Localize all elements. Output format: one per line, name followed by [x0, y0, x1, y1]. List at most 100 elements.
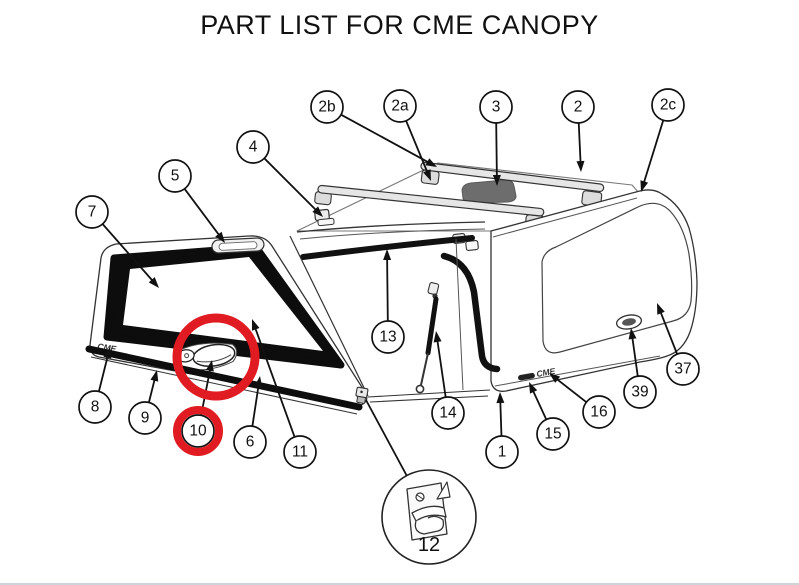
callout-label: 10 [189, 423, 207, 440]
callout-circle [383, 89, 417, 123]
highlights-layer [172, 313, 260, 456]
callout-3: 3 [479, 90, 513, 186]
callout-label: 2c [660, 97, 677, 114]
callout-label: 5 [171, 168, 180, 185]
callout-arrowhead [628, 328, 637, 340]
callout-arrowhead [549, 373, 561, 383]
rear-pillar-seal [440, 252, 501, 373]
rear-door-frame [289, 221, 491, 403]
callout-circle [78, 390, 112, 424]
callout-39: 39 [623, 328, 657, 409]
callout-8: 8 [78, 347, 112, 424]
callout-arrowhead [215, 231, 225, 243]
callout-line [405, 120, 429, 174]
frame-bottom-sill [367, 389, 491, 403]
callout-line [577, 122, 582, 165]
callout-16: 16 [549, 373, 616, 429]
callout-4: 4 [236, 130, 323, 217]
callout-line [499, 399, 503, 437]
callout-circle [236, 130, 270, 164]
frame-top-beam-inner [299, 228, 486, 240]
callout-label: 3 [492, 99, 501, 116]
callout-line [631, 335, 639, 377]
callout-label: 1 [498, 444, 507, 461]
callout-label: 16 [590, 404, 607, 421]
door-latch [355, 386, 369, 404]
side-panel: CME [440, 189, 698, 392]
callout-circle [561, 90, 595, 124]
callout-circle [485, 435, 519, 469]
callout-label: 6 [246, 434, 255, 451]
door-handle-slot [211, 237, 265, 254]
callout-arrowhead [251, 319, 260, 331]
callout-arrowhead [492, 174, 501, 186]
side-window [541, 202, 693, 354]
side-badge [518, 372, 535, 381]
callout-arrowhead [150, 370, 159, 382]
page-title: PART LIST FOR CME CANOPY [200, 10, 599, 40]
callout-5: 5 [158, 159, 225, 243]
door-bottom-edge [90, 356, 358, 415]
latch-inset: 12 [381, 469, 477, 565]
callout-11: 11 [251, 319, 317, 469]
callout-label: 2a [391, 98, 409, 115]
gas-strut [415, 282, 440, 394]
callout-arrowhead [529, 382, 538, 394]
callout-arrowhead [657, 303, 665, 315]
callout-circle [623, 375, 657, 409]
callout-arrowhead [496, 392, 505, 404]
callout-1: 1 [485, 392, 519, 469]
callout-line [531, 388, 548, 420]
callout-line [659, 310, 678, 355]
callout-circle [371, 320, 405, 354]
callout-label: 7 [88, 204, 97, 221]
callout-9: 9 [128, 370, 162, 435]
callout-arrowhead [148, 277, 159, 288]
callout-arrowhead [425, 158, 437, 167]
callout-13: 13 [371, 249, 405, 354]
callout-line [253, 326, 296, 438]
callout-2c: 2c [640, 88, 685, 192]
callout-2b: 2b [310, 90, 437, 167]
callout-line [436, 338, 447, 398]
callout-circle [310, 90, 344, 124]
callout-line [340, 113, 431, 164]
callout-14: 14 [431, 331, 465, 430]
callout-arrowhead [423, 169, 431, 181]
callout-7: 7 [75, 195, 159, 288]
callout-line [98, 354, 109, 392]
callout-label: 9 [141, 410, 150, 427]
callout-circle [75, 195, 109, 229]
highlight-ring-callout-10 [173, 406, 223, 456]
callout-circle [666, 352, 700, 386]
callout-label: 39 [631, 384, 648, 401]
door-glass [123, 257, 323, 351]
callout-circle [181, 414, 215, 448]
latch-inset-art [406, 481, 451, 541]
callout-circle [128, 401, 162, 435]
frame-top-seal [300, 235, 475, 260]
callout-line [386, 256, 389, 322]
callout-line [263, 157, 318, 212]
inset-label: 12 [418, 534, 440, 556]
callout-label: 2b [318, 99, 335, 116]
side-lock-handle [615, 314, 643, 330]
callout-circle [479, 90, 513, 124]
roof-vent-patch [461, 179, 517, 204]
callout-circle [233, 425, 267, 459]
highlight-ring-handle [172, 313, 260, 401]
callout-circle [582, 395, 616, 429]
callout-2a: 2a [383, 89, 431, 181]
callout-arrowhead [576, 160, 585, 172]
callout-label: 37 [674, 361, 691, 378]
callout-arrowhead [254, 376, 263, 388]
callout-2: 2 [561, 90, 595, 172]
callout-label: 2 [574, 99, 583, 116]
callout-circle [651, 88, 685, 122]
callout-circle [158, 159, 192, 193]
callout-arrowhead [103, 347, 112, 359]
callout-37: 37 [657, 303, 700, 386]
callout-6: 6 [233, 376, 267, 459]
